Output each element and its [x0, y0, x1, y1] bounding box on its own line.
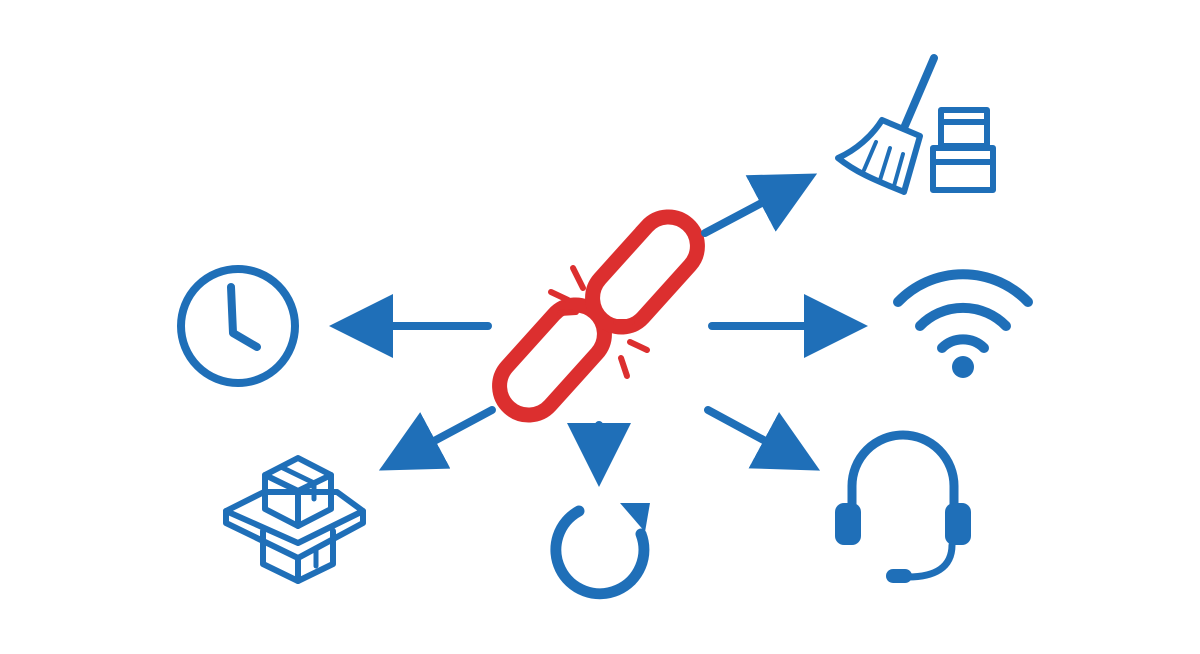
broken-chain-link-icon	[492, 209, 705, 423]
arrow-to-packages	[378, 406, 496, 471]
clock-icon	[177, 265, 299, 387]
broom-and-boxes-icon	[835, 54, 996, 195]
wifi-icon	[893, 269, 1033, 378]
headset-icon	[835, 430, 971, 583]
arrow-to-headset	[704, 406, 821, 471]
refresh-icon	[550, 503, 650, 600]
stacked-packages-icon	[223, 455, 366, 584]
arrow-to-broom-boxes	[701, 173, 818, 237]
